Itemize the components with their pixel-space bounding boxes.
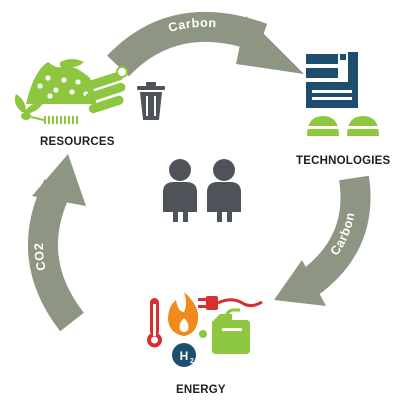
people-icon (163, 159, 241, 222)
svg-text:H: H (180, 349, 189, 363)
plant-icon (14, 94, 78, 124)
resources-label: RESOURCES (40, 136, 115, 148)
carbon-flow-arrow-right: Carbon (274, 175, 371, 306)
svg-text:2: 2 (190, 358, 194, 365)
logs-icon (84, 66, 128, 114)
arrow-label-left: CO2 (32, 242, 49, 271)
arrowhead (32, 154, 86, 206)
factory-icon (306, 52, 358, 108)
arrowhead (274, 260, 326, 306)
resources-icons (14, 59, 165, 124)
carbon-flow-arrow-top: Carbon (107, 11, 304, 77)
biomass-pile-icon (26, 59, 96, 104)
energy-label: ENERGY (176, 384, 226, 396)
flame-icon (168, 292, 199, 336)
technologies-icons (306, 52, 379, 136)
hydrogen-h2-icon: H 2 (172, 343, 196, 367)
trash-bin-icon (137, 82, 165, 120)
co2-flow-arrow-left: CO2 (28, 154, 86, 332)
thermometer-icon (147, 298, 162, 348)
technologies-label: TECHNOLOGIES (296, 155, 391, 167)
fuel-canister-icon (199, 308, 250, 354)
energy-icons: H 2 (147, 292, 263, 367)
arrowhead (236, 16, 304, 74)
electric-plug-icon (198, 296, 263, 310)
storage-tanks-icon (307, 116, 379, 136)
